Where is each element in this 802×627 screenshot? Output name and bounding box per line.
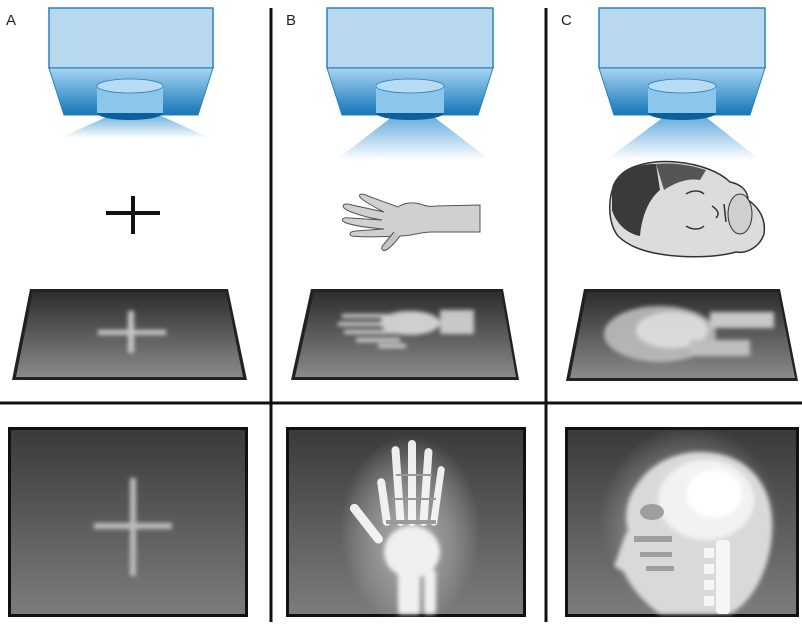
source-housing-top-b <box>327 8 493 68</box>
source-housing-top-c <box>599 8 765 68</box>
image-screen-c <box>565 425 799 617</box>
xray-source-b <box>327 8 493 160</box>
head-object <box>610 162 765 257</box>
xray-source-c <box>599 8 765 160</box>
xray-source-a <box>49 8 213 138</box>
detector-plate-b <box>291 289 519 380</box>
detector-plate-c <box>566 289 798 381</box>
hand-object <box>342 194 480 250</box>
hand-xray-image <box>340 435 480 625</box>
detector-plate-a <box>12 289 247 380</box>
panel-a <box>8 8 248 617</box>
image-screen-b <box>286 427 526 625</box>
skull-xray-image <box>600 425 780 615</box>
panel-c <box>565 8 799 617</box>
cross-object <box>106 196 160 234</box>
image-screen-a <box>8 427 248 617</box>
source-housing-top-a <box>49 8 213 68</box>
panel-b <box>286 8 526 625</box>
